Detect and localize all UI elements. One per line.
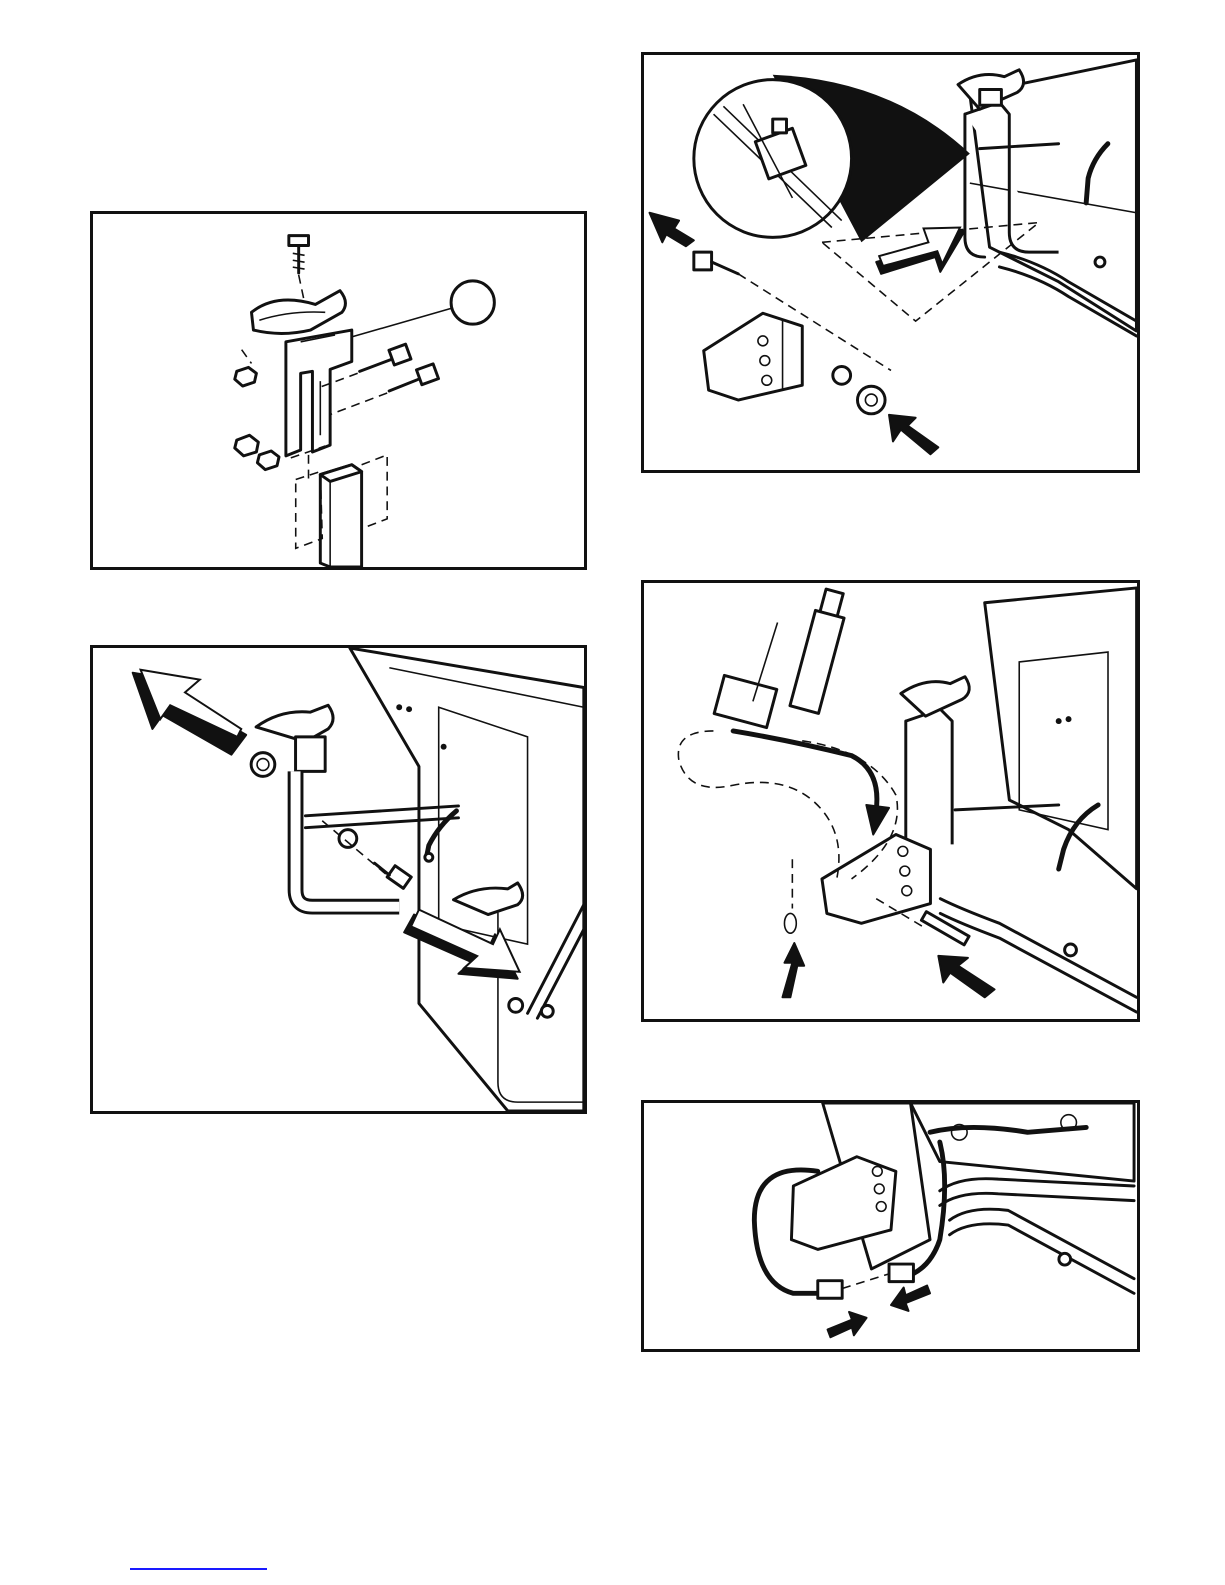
bracket-body	[286, 330, 352, 456]
mounting-bracket	[704, 313, 803, 400]
hex-bolt	[694, 252, 712, 270]
nut-left-lower-a	[235, 435, 259, 456]
figure-mounting-bracket	[641, 52, 1140, 473]
bracket-removal-illustration	[93, 648, 584, 1111]
post	[906, 709, 952, 844]
arrow-install-right	[876, 228, 965, 274]
arrow-connect-right	[828, 1312, 867, 1337]
cable-path-outline	[678, 731, 839, 879]
bolt	[387, 866, 411, 889]
arrow-nut-in	[889, 415, 938, 454]
callout-circle	[451, 281, 494, 324]
clamp	[901, 677, 969, 716]
mounting-bracket-illustration	[644, 55, 1137, 470]
figure-bracket-removal	[90, 645, 587, 1114]
actuator-install-illustration	[644, 583, 1137, 1019]
cable-connection-illustration	[644, 1103, 1137, 1349]
arrow-remove-up-left	[133, 670, 247, 755]
side-bolt-upper	[360, 344, 411, 371]
nut-left-lower-b	[257, 451, 279, 470]
arrow-route-cable	[866, 805, 889, 835]
washer	[339, 830, 357, 848]
nut	[857, 386, 885, 414]
footer-link[interactable]	[130, 1568, 267, 1570]
figure-bracket-assembly	[90, 211, 587, 570]
figure-cable-connection	[641, 1100, 1140, 1352]
top-bolt	[289, 236, 309, 273]
square-tube	[320, 465, 361, 567]
actuator-cable	[733, 731, 877, 810]
washer	[833, 366, 851, 384]
side-bolt-lower	[389, 364, 438, 391]
knob	[251, 753, 275, 777]
callout-leader	[352, 308, 451, 337]
connector-male	[818, 1281, 842, 1299]
hitch-clip	[784, 913, 796, 933]
nut-left-upper	[235, 367, 257, 386]
arrow-connect-left	[891, 1286, 930, 1311]
connector-female	[889, 1264, 913, 1282]
actuator	[714, 589, 844, 727]
bracket-assembly-illustration	[93, 214, 584, 567]
chair-frame	[350, 648, 584, 1111]
arrow-bolt-in	[649, 213, 693, 247]
arrow-pin-in	[938, 956, 994, 997]
arrow-clip-up	[782, 943, 804, 997]
chair-frame	[985, 588, 1137, 889]
figure-actuator-install	[641, 580, 1140, 1022]
